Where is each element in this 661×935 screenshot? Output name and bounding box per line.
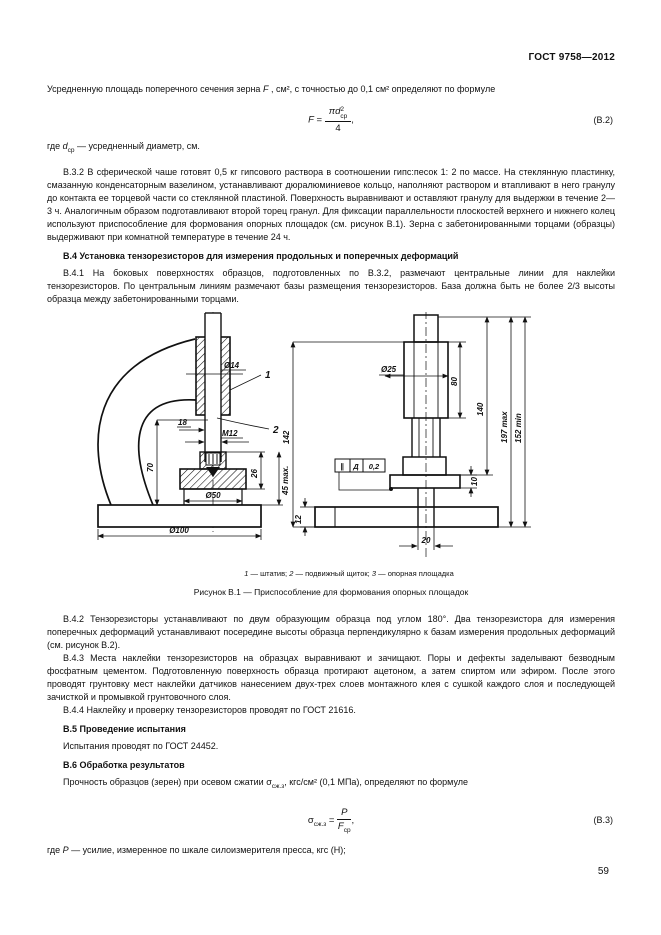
heading-b6: В.6 Обработка результатов <box>63 759 185 770</box>
formula-b3-denominator: F <box>337 820 344 832</box>
legend-num-3: 3 <box>371 568 377 578</box>
var-P: P <box>62 844 69 855</box>
dim-m12: М12 <box>222 429 238 438</box>
formula-b3-den-sub: ср <box>343 826 351 834</box>
dim-152min: 152 min <box>514 413 523 443</box>
figure-b1: Ø14 1 2 18 М12 70 <box>83 309 615 578</box>
stand-base <box>97 504 262 528</box>
formula-b2-tag: (В.2) <box>593 115 613 126</box>
legend-text-1: — штатив; <box>248 568 290 578</box>
paragraph-b32: В.3.2 В сферической чаше готовят 0,5 кг … <box>47 166 615 242</box>
support-plate <box>179 468 247 490</box>
dim-dia25: Ø25 <box>381 365 397 374</box>
var-d: d <box>62 141 68 152</box>
dim-197max: 197 max <box>500 411 509 443</box>
callout-2: 2 <box>272 425 279 436</box>
dim-12: 12 <box>294 514 303 523</box>
stand-arm-outer <box>97 338 196 506</box>
formula-b3-sigma: σ <box>307 814 314 826</box>
dim-142: 142 <box>282 430 291 444</box>
doc-header: ГОСТ 9758—2012 <box>528 52 615 63</box>
paragraph-b43: В.4.3 Места наклейки тензорезисторов на … <box>47 652 615 702</box>
b6-sigma-sub: сж.з <box>271 782 285 790</box>
where-b2-text: — усредненный диаметр, см. <box>74 141 200 152</box>
b6-text-1: Прочность образцов (зерен) при осевом сж… <box>63 776 272 787</box>
where-b3-lead: где <box>47 844 63 855</box>
formula-b3-eq: = <box>328 814 335 826</box>
fixture-base <box>314 506 499 528</box>
var-F: F <box>262 84 269 94</box>
formula-b2-sup: 2 <box>340 106 345 114</box>
var-d-sub: ср <box>67 146 75 154</box>
formula-b2-eq: = <box>316 114 323 126</box>
dim-10: 10 <box>470 476 479 485</box>
tolerance-frame: ∥ Д 0,2 <box>334 458 393 491</box>
figure-legend: 1 — штатив; 2 — подвижный щиток; 3 — опо… <box>83 569 615 578</box>
legend-text-2: — подвижный щиток; <box>293 568 372 578</box>
page-number: 59 <box>597 865 609 877</box>
dim-70: 70 <box>146 462 155 471</box>
formula-b3-comma: , <box>351 814 355 826</box>
formula-b3-tag: (В.3) <box>593 815 613 826</box>
fixture-cylinder <box>403 341 449 419</box>
dim-dia14: Ø14 <box>224 361 240 370</box>
heading-b4: В.4 Установка тензорезисторов для измере… <box>63 250 459 261</box>
formula-b3-numerator: P <box>337 807 352 820</box>
paragraph-b6: Прочность образцов (зерен) при осевом сж… <box>47 776 615 793</box>
dim-26: 26 <box>250 468 259 478</box>
figure-caption: Рисунок В.1 — Приспособление для формова… <box>193 586 469 597</box>
legend-num-1: 1 <box>244 568 249 578</box>
legend-num-2: 2 <box>289 568 294 578</box>
paragraph-b5: Испытания проводят по ГОСТ 24452. <box>63 740 219 751</box>
formula-b3: σсж.з = P Fср , (В.3) <box>47 807 615 834</box>
fixture-block <box>402 456 447 476</box>
intro-text-1: Усредненную площадь поперечного сечения … <box>47 84 263 94</box>
dim-80: 80 <box>450 376 459 385</box>
figure-b1-drawing: Ø14 1 2 18 М12 70 <box>97 309 531 557</box>
formula-b2-numerator: πd <box>328 106 341 117</box>
paragraph-b41: В.4.1 На боковых поверхностях образцов, … <box>47 267 615 304</box>
formula-b2-denominator: 4 <box>335 123 341 135</box>
intro-text-2: , см², с точностью до 0,1 см² определяют… <box>268 84 496 94</box>
stand-view: Ø14 1 2 18 М12 70 <box>97 309 290 540</box>
intro-paragraph: Усредненную площадь поперечного сечения … <box>47 83 615 96</box>
where-b2: где dср — усредненный диаметр, см. <box>47 140 615 157</box>
tolerance-datum: Д <box>352 462 359 471</box>
formula-b2-sub: ср <box>340 112 348 120</box>
formula-b3-fraction: P Fср <box>337 807 352 834</box>
dim-18: 18 <box>178 418 187 427</box>
dim-dia50: Ø50 <box>205 491 221 500</box>
dim-45max: 45 max. <box>281 466 290 496</box>
dim-dia100: Ø100 <box>169 526 189 535</box>
callout-1: 1 <box>265 370 271 381</box>
paragraph-b44: В.4.4 Наклейку и проверку тензорезисторо… <box>63 704 356 715</box>
stand-arm-inner <box>137 398 197 506</box>
dim-140: 140 <box>476 402 485 416</box>
tolerance-value: 0,2 <box>369 462 380 471</box>
tolerance-symbol: ∥ <box>340 462 344 471</box>
support-pad <box>389 474 461 489</box>
b6-text-2: , кгс/см² (0,1 МПа), определяют по форму… <box>284 776 469 787</box>
where-b2-lead: где <box>47 141 63 152</box>
where-b3-text: — усилие, измеренное по шкале силоизмери… <box>68 844 346 855</box>
formula-b2-lhs: F <box>308 114 314 126</box>
fixture-view: Ø25 80 10 <box>282 309 531 557</box>
formula-b3-sigma-sub: сж.з <box>313 820 327 828</box>
legend-text-3: — опорная площадка <box>376 568 454 578</box>
where-b3: где P — усилие, измеренное по шкале сило… <box>47 844 615 857</box>
dim-20: 20 <box>421 536 431 545</box>
heading-b5: В.5 Проведение испытания <box>63 723 186 734</box>
paragraph-b42: В.4.2 Тензорезисторы устанавливают по дв… <box>47 613 615 650</box>
formula-b2-comma: , <box>351 114 354 126</box>
